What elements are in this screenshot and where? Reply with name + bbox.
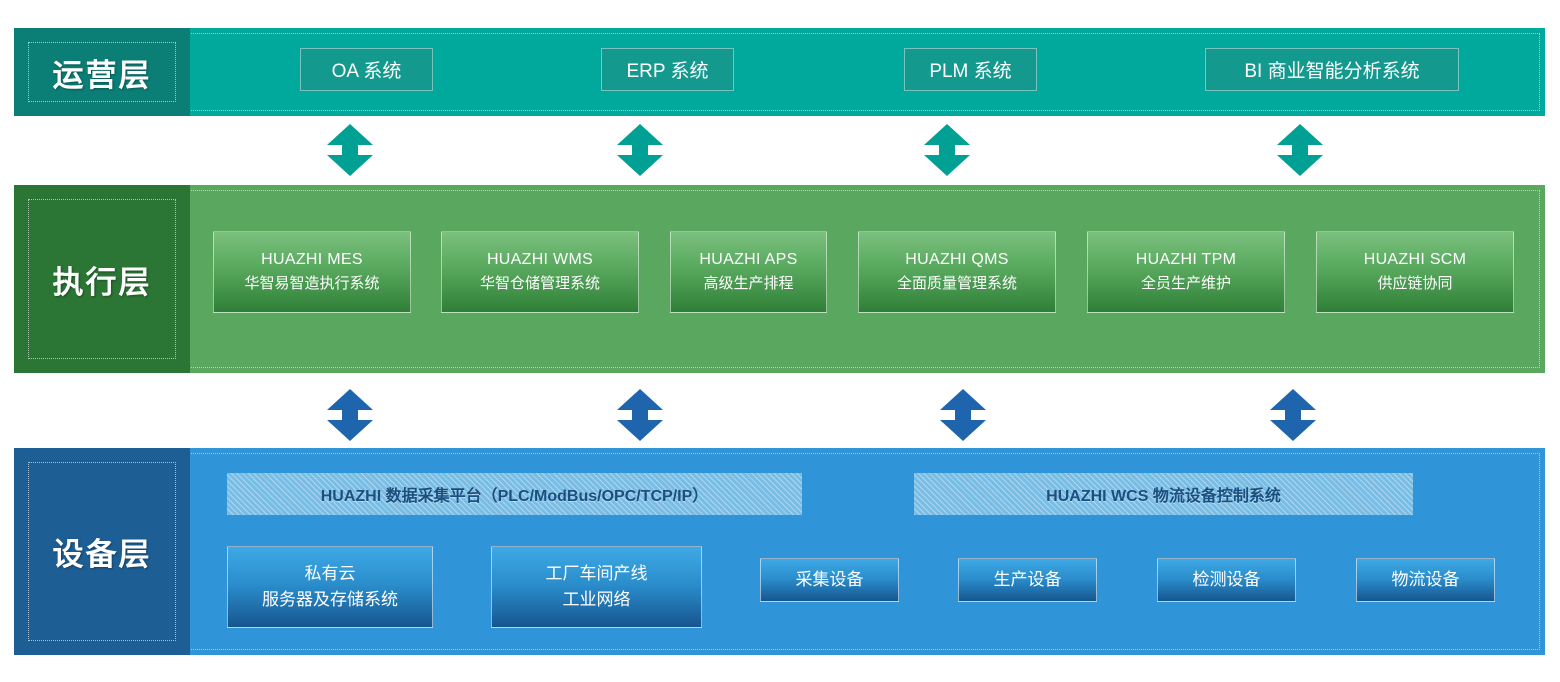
device-item-factory-production[interactable]: 工厂车间产线 工业网络 bbox=[491, 546, 702, 628]
execution-item-wms[interactable]: HUAZHI WMS 华智仓储管理系统 bbox=[441, 231, 639, 313]
device-item-collection-device[interactable]: 采集设备 bbox=[760, 558, 899, 602]
execution-layer-label-text: 执行层 bbox=[52, 264, 152, 300]
device-item-production-device-label: 生产设备 bbox=[993, 570, 1062, 589]
operations-item-plm[interactable]: PLM 系统 bbox=[904, 48, 1037, 91]
operations-item-bi-label: BI 商业智能分析系统 bbox=[1244, 61, 1420, 82]
execution-item-scm-en: HUAZHI SCM bbox=[1363, 251, 1467, 268]
execution-item-scm-cn: 供应链协同 bbox=[1377, 275, 1453, 292]
execution-layer-label: 执行层 bbox=[14, 185, 190, 373]
execution-item-aps-cn: 高级生产排程 bbox=[703, 275, 794, 292]
device-item-inspection-device[interactable]: 检测设备 bbox=[1157, 558, 1296, 602]
execution-item-qms-cn: 全面质量管理系统 bbox=[896, 275, 1017, 292]
operations-item-oa[interactable]: OA 系统 bbox=[300, 48, 433, 91]
execution-item-aps[interactable]: HUAZHI APS 高级生产排程 bbox=[670, 231, 827, 313]
device-item-factory-production-line2: 工业网络 bbox=[562, 590, 631, 609]
device-platform-wcs[interactable]: HUAZHI WCS 物流设备控制系统 bbox=[914, 473, 1413, 515]
device-item-logistics-device-label: 物流设备 bbox=[1391, 570, 1460, 589]
execution-item-tpm[interactable]: HUAZHI TPM 全员生产维护 bbox=[1087, 231, 1285, 313]
connector-arrow-upper-2 bbox=[617, 124, 663, 176]
execution-item-qms[interactable]: HUAZHI QMS 全面质量管理系统 bbox=[858, 231, 1056, 313]
operations-item-oa-label: OA 系统 bbox=[331, 61, 402, 82]
device-layer-label-text: 设备层 bbox=[52, 537, 152, 572]
execution-item-wms-cn: 华智仓储管理系统 bbox=[479, 275, 600, 292]
operations-layer-band: 运营层 OA 系统 ERP 系统 PLM 系统 BI 商业智能分析系统 bbox=[14, 28, 1545, 116]
connector-arrow-lower-3 bbox=[940, 389, 986, 441]
operations-item-erp-label: ERP 系统 bbox=[626, 61, 709, 82]
connector-arrow-upper-4 bbox=[1277, 124, 1323, 176]
operations-layer-label: 运营层 bbox=[14, 28, 190, 116]
execution-item-aps-en: HUAZHI APS bbox=[699, 251, 798, 268]
execution-item-mes-en: HUAZHI MES bbox=[261, 251, 363, 268]
device-item-production-device[interactable]: 生产设备 bbox=[958, 558, 1097, 602]
execution-item-tpm-en: HUAZHI TPM bbox=[1135, 251, 1237, 268]
execution-layer-body: HUAZHI MES 华智易智造执行系统 HUAZHI WMS 华智仓储管理系统… bbox=[190, 185, 1545, 373]
device-layer-body: HUAZHI 数据采集平台（PLC/ModBus/OPC/TCP/IP） HUA… bbox=[190, 448, 1545, 655]
device-platform-wcs-label: HUAZHI WCS 物流设备控制系统 bbox=[1046, 488, 1281, 505]
device-item-logistics-device[interactable]: 物流设备 bbox=[1356, 558, 1495, 602]
execution-item-wms-en: HUAZHI WMS bbox=[486, 251, 594, 268]
execution-item-mes[interactable]: HUAZHI MES 华智易智造执行系统 bbox=[213, 231, 411, 313]
device-item-private-cloud[interactable]: 私有云 服务器及存储系统 bbox=[227, 546, 433, 628]
device-item-private-cloud-line1: 私有云 bbox=[304, 564, 356, 583]
operations-item-plm-label: PLM 系统 bbox=[929, 61, 1012, 82]
device-item-private-cloud-line2: 服务器及存储系统 bbox=[262, 590, 398, 609]
execution-item-scm[interactable]: HUAZHI SCM 供应链协同 bbox=[1316, 231, 1514, 313]
device-item-collection-device-label: 采集设备 bbox=[795, 570, 864, 589]
connector-arrow-lower-4 bbox=[1270, 389, 1316, 441]
connector-arrow-upper-1 bbox=[327, 124, 373, 176]
execution-layer-band: 执行层 HUAZHI MES 华智易智造执行系统 HUAZHI WMS 华智仓储… bbox=[14, 185, 1545, 373]
device-platform-data-acquisition[interactable]: HUAZHI 数据采集平台（PLC/ModBus/OPC/TCP/IP） bbox=[227, 473, 802, 515]
execution-item-tpm-cn: 全员生产维护 bbox=[1140, 275, 1231, 292]
device-platform-data-acquisition-label: HUAZHI 数据采集平台（PLC/ModBus/OPC/TCP/IP） bbox=[320, 488, 709, 505]
execution-item-qms-en: HUAZHI QMS bbox=[905, 251, 1009, 268]
operations-layer-body: OA 系统 ERP 系统 PLM 系统 BI 商业智能分析系统 bbox=[190, 28, 1545, 116]
connector-arrow-lower-2 bbox=[617, 389, 663, 441]
device-layer-band: 设备层 HUAZHI 数据采集平台（PLC/ModBus/OPC/TCP/IP）… bbox=[14, 448, 1545, 655]
device-item-factory-production-line1: 工厂车间产线 bbox=[545, 564, 648, 583]
operations-item-erp[interactable]: ERP 系统 bbox=[601, 48, 734, 91]
connector-arrow-lower-1 bbox=[327, 389, 373, 441]
device-item-inspection-device-label: 检测设备 bbox=[1192, 570, 1261, 589]
connector-arrow-upper-3 bbox=[924, 124, 970, 176]
device-layer-label: 设备层 bbox=[14, 448, 190, 655]
operations-item-bi[interactable]: BI 商业智能分析系统 bbox=[1205, 48, 1459, 91]
execution-item-mes-cn: 华智易智造执行系统 bbox=[244, 275, 380, 292]
operations-layer-label-text: 运营层 bbox=[52, 57, 152, 93]
